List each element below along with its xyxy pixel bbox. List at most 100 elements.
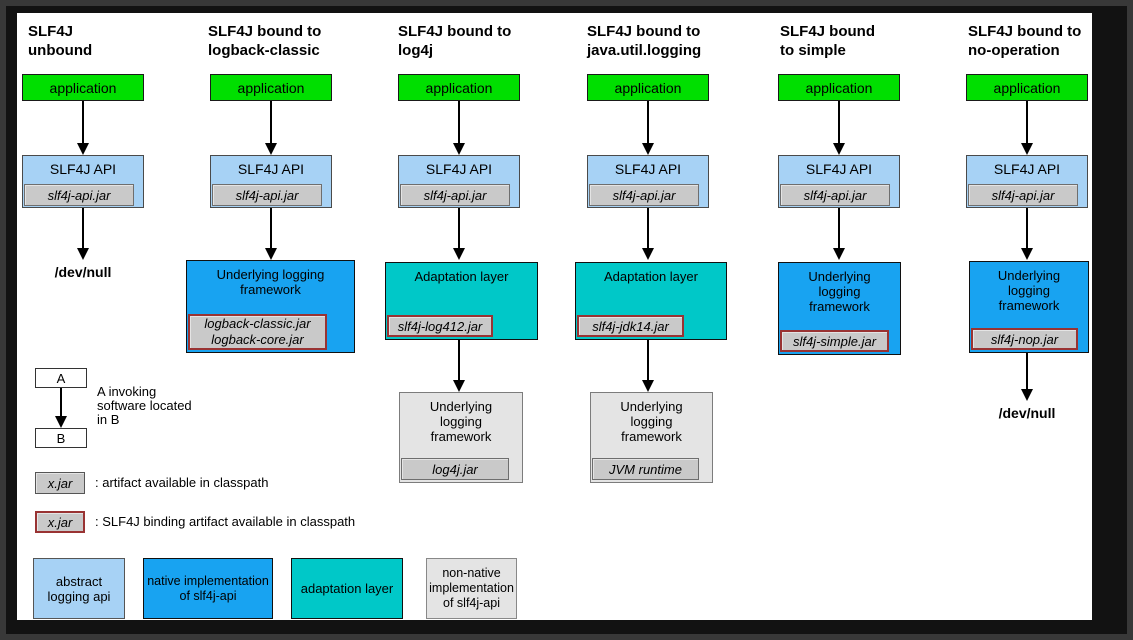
col6-api-jar-label: slf4j-api.jar [991, 187, 1055, 203]
col4-title-line1: SLF4J bound to [587, 23, 701, 40]
diagram-canvas: SLF4J unbound application SLF4J API slf4… [17, 13, 1092, 620]
legend-binding-jar-box: x.jar [35, 511, 85, 533]
legend-artifact-jar-label: x.jar [47, 475, 73, 491]
legend-binding-text: : SLF4J binding artifact available in cl… [95, 514, 356, 529]
col3-framework-box: Underlying logging framework log4j.jar [399, 392, 523, 483]
col6-arrow-api-to-framework [1020, 208, 1034, 260]
legend-key-adaptation-label: adaptation layer [300, 581, 394, 596]
col6-framework-box: Underlying logging framework slf4j-nop.j… [969, 261, 1089, 353]
col4-arrow-app-to-api [641, 101, 655, 155]
col2-framework-jar: logback-classic.jar logback-core.jar [188, 314, 327, 350]
col6-devnull-label: /dev/null [998, 405, 1056, 421]
col2-title-line2: logback-classic [208, 42, 320, 59]
col2-arrow-api-to-framework [264, 208, 278, 260]
col4-api-label: SLF4J API [614, 161, 682, 177]
col1-application-label: application [49, 79, 117, 96]
legend-key-adaptation-layer: adaptation layer [291, 558, 403, 619]
legend-key-native-implementation: native implementation of slf4j-api [143, 558, 273, 619]
col4-title: SLF4J bound to java.util.logging [587, 22, 701, 60]
col3-title-line1: SLF4J bound to [398, 23, 512, 40]
col6-arrow-app-to-api [1020, 101, 1034, 155]
legend-invoke-line2: software located [97, 398, 192, 413]
col6-application-label: application [993, 79, 1061, 96]
col5-api-box: SLF4J API slf4j-api.jar [778, 155, 900, 208]
legend-invoke-line3: in B [97, 412, 120, 427]
legend-key-non-native-label: non-native implementation of slf4j-api [429, 566, 514, 610]
col6-framework-jar-label: slf4j-nop.jar [990, 331, 1059, 347]
legend-b-label: B [56, 430, 66, 446]
col5-framework-jar: slf4j-simple.jar [780, 330, 889, 352]
col3-arrow-api-to-adaptation [452, 208, 466, 260]
legend-a-box: A [35, 368, 87, 388]
col6-framework-label: Underlying logging framework [997, 268, 1061, 313]
legend-key-non-native-implementation: non-native implementation of slf4j-api [426, 558, 517, 619]
col4-framework-jar-label: JVM runtime [609, 461, 682, 477]
col4-adaptation-jar: slf4j-jdk14.jar [577, 315, 684, 337]
col5-framework-box: Underlying logging framework slf4j-simpl… [778, 262, 901, 355]
col4-application-label: application [614, 79, 682, 96]
col3-api-box: SLF4J API slf4j-api.jar [398, 155, 520, 208]
col3-framework-label: Underlying logging framework [429, 399, 493, 444]
col3-arrow-app-to-api [452, 101, 466, 155]
col1-api-jar-label: slf4j-api.jar [47, 187, 111, 203]
col4-api-box: SLF4J API slf4j-api.jar [587, 155, 709, 208]
col3-api-jar: slf4j-api.jar [400, 184, 510, 206]
col3-framework-jar-label: log4j.jar [432, 461, 478, 477]
legend-key-abstract-logging-api: abstract logging api [33, 558, 125, 619]
col3-framework-jar: log4j.jar [401, 458, 509, 480]
col3-adaptation-box: Adaptation layer slf4j-log412.jar [385, 262, 538, 340]
col2-application-box: application [210, 74, 332, 101]
col3-title: SLF4J bound to log4j [398, 22, 511, 60]
col6-api-box: SLF4J API slf4j-api.jar [966, 155, 1088, 208]
col5-arrow-api-to-framework [832, 208, 846, 260]
col5-application-box: application [778, 74, 900, 101]
col1-title-line1: SLF4J [28, 23, 74, 40]
col4-api-jar: slf4j-api.jar [589, 184, 699, 206]
col4-arrow-adaptation-to-framework [641, 340, 655, 392]
col2-framework-label: Underlying logging framework [216, 267, 325, 297]
legend-a-label: A [56, 370, 66, 386]
col5-title: SLF4J bound to simple [780, 22, 875, 60]
col4-framework-jar: JVM runtime [592, 458, 699, 480]
col2-framework-jar-line2: logback-core.jar [211, 332, 304, 347]
col2-application-label: application [237, 79, 305, 96]
col4-title-line2: java.util.logging [587, 42, 702, 59]
col5-application-label: application [805, 79, 873, 96]
col4-adaptation-jar-label: slf4j-jdk14.jar [592, 318, 669, 334]
col2-api-label: SLF4J API [237, 161, 305, 177]
col4-api-jar-label: slf4j-api.jar [612, 187, 676, 203]
col6-api-jar: slf4j-api.jar [968, 184, 1078, 206]
col3-application-box: application [398, 74, 520, 101]
col3-arrow-adaptation-to-framework [452, 340, 466, 392]
col1-api-jar: slf4j-api.jar [24, 184, 134, 206]
col6-application-box: application [966, 74, 1088, 101]
col5-arrow-app-to-api [832, 101, 846, 155]
col2-api-jar: slf4j-api.jar [212, 184, 322, 206]
col6-arrow-framework-to-devnull [1020, 353, 1034, 401]
col2-title: SLF4J bound to logback-classic [208, 22, 321, 60]
col4-application-box: application [587, 74, 709, 101]
col3-adaptation-label: Adaptation layer [414, 269, 509, 284]
legend-key-abstract-label: abstract logging api [47, 573, 111, 604]
legend-invoke-line1: A invoking [97, 384, 157, 399]
col1-api-label: SLF4J API [49, 161, 117, 177]
col3-title-line2: log4j [398, 42, 434, 59]
legend-arrow-a-to-b [54, 388, 68, 428]
col2-api-jar-label: slf4j-api.jar [235, 187, 299, 203]
col4-framework-label: Underlying logging framework [620, 399, 683, 444]
col1-application-box: application [22, 74, 144, 101]
col1-devnull-label: /dev/null [54, 264, 112, 280]
col2-arrow-app-to-api [264, 101, 278, 155]
col4-arrow-api-to-adaptation [641, 208, 655, 260]
col2-api-box: SLF4J API slf4j-api.jar [210, 155, 332, 208]
col6-title-line1: SLF4J bound to [968, 23, 1082, 40]
col2-title-line1: SLF4J bound to [208, 23, 322, 40]
col1-api-box: SLF4J API slf4j-api.jar [22, 155, 144, 208]
col3-api-label: SLF4J API [425, 161, 493, 177]
col5-title-line2: to simple [780, 42, 846, 59]
col1-title-line2: unbound [28, 42, 93, 59]
col5-api-label: SLF4J API [805, 161, 873, 177]
col2-framework-jar-line1: logback-classic.jar [204, 316, 311, 331]
col2-framework-box: Underlying logging framework logback-cla… [186, 260, 355, 353]
